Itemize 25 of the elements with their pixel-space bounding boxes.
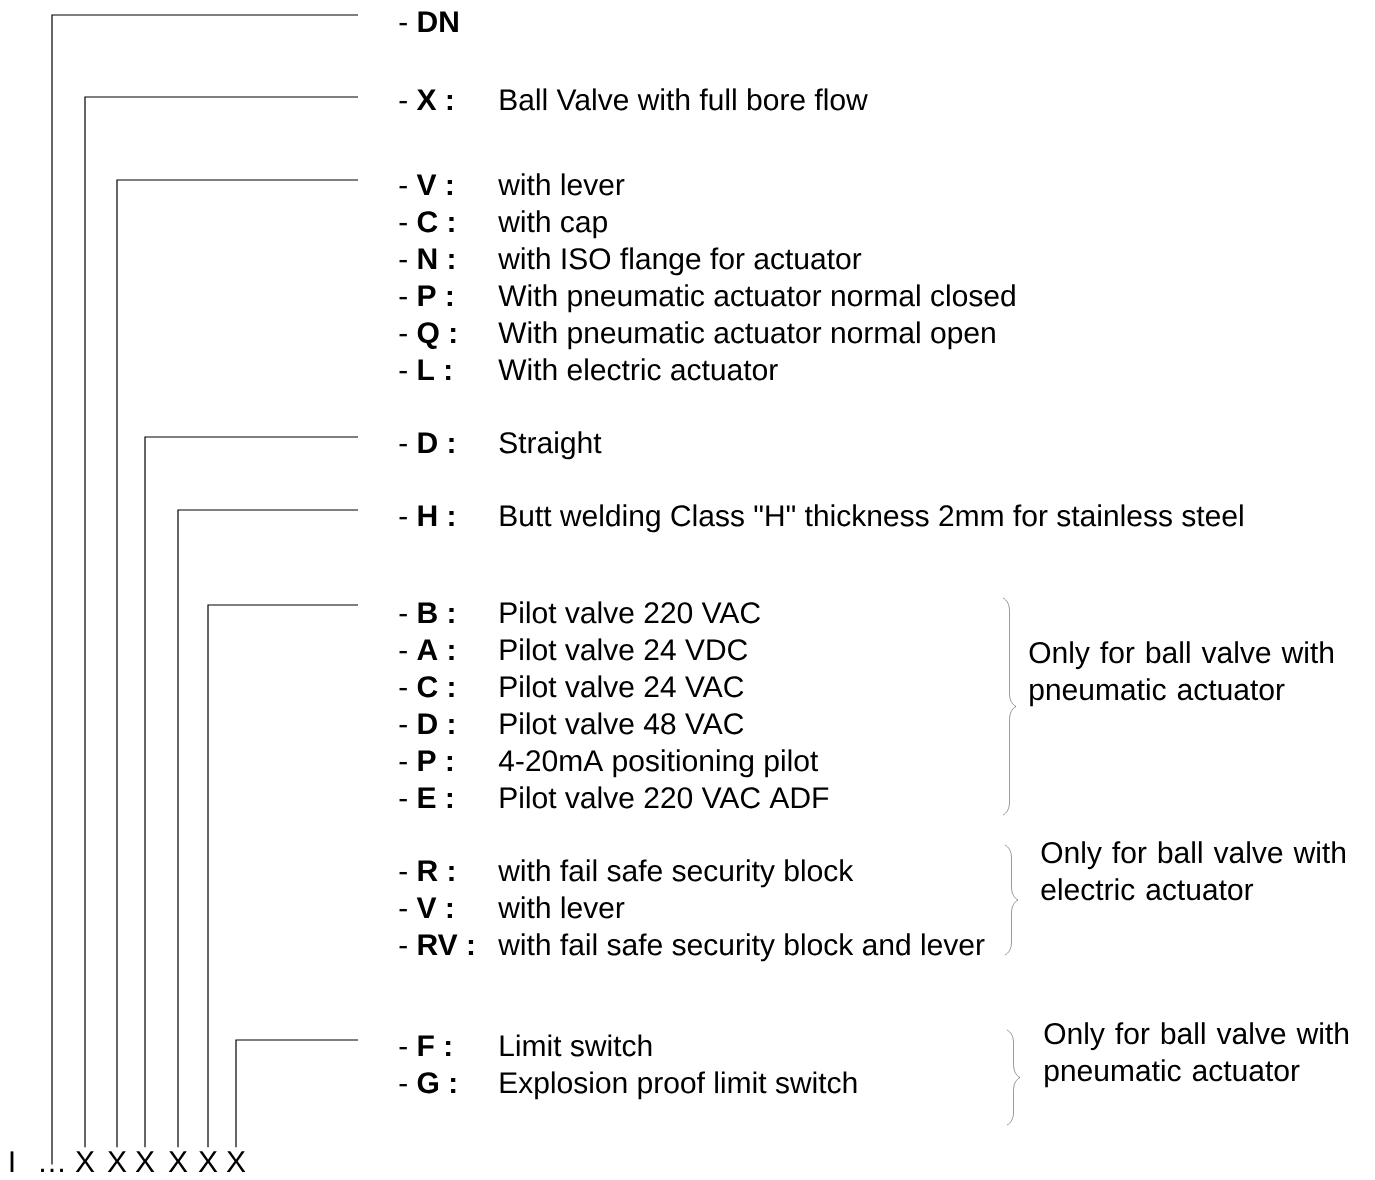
leader-line [51,14,359,1166]
code-letter: X [135,1151,155,1172]
leader-line [207,604,359,1148]
note-text: Only for ball valve with pneumatic actuator [1029,641,1333,707]
code-letter: X [198,1151,218,1172]
option-list: - X : Ball Valve with full bore flow [399,88,868,111]
code-letter: X [75,1151,95,1172]
option-list: - DN [399,11,458,33]
leader-line [116,179,359,1148]
option-list: - D : Straight [399,431,602,460]
leader-line [177,509,359,1148]
option-list: - H : Butt welding Class "H" thickness 2mm for stainless steel [399,504,1243,533]
code-letter: X [226,1151,246,1172]
option-list: - F : Limit switch - G : Explosion proof limit switch [399,1034,857,1100]
code-letter: … [41,1168,63,1172]
code-letter: X [107,1151,127,1172]
option-list: - B : Pilot valve 220 VAC - A : Pilot valve 24 VDC - C : Pilot valve 24 VAC - D : Pilot valve 48 VAC - P : 4-20mA positioning pilot - E : Pilot valve 220 VAC ADF - R : with fail safe security block - V : with lever - RV : with fail safe security block and lever [399,601,985,962]
note-text: Only for ball valve with electric actuator [1041,841,1345,901]
note-text: Only for ball valve with pneumatic actuator [1044,1022,1348,1088]
option-list: - V : with lever - C : with cap - N : with ISO flange for actuator - P : With pneumatic actuator normal closed - Q : With pneumatic actuator normal open - L : With electric actuator [399,173,1015,381]
code-prefix: I [10,1151,14,1172]
leader-line [84,96,359,1148]
leader-line [235,1039,359,1148]
leader-line [144,436,359,1148]
code-letter: X [168,1151,188,1172]
